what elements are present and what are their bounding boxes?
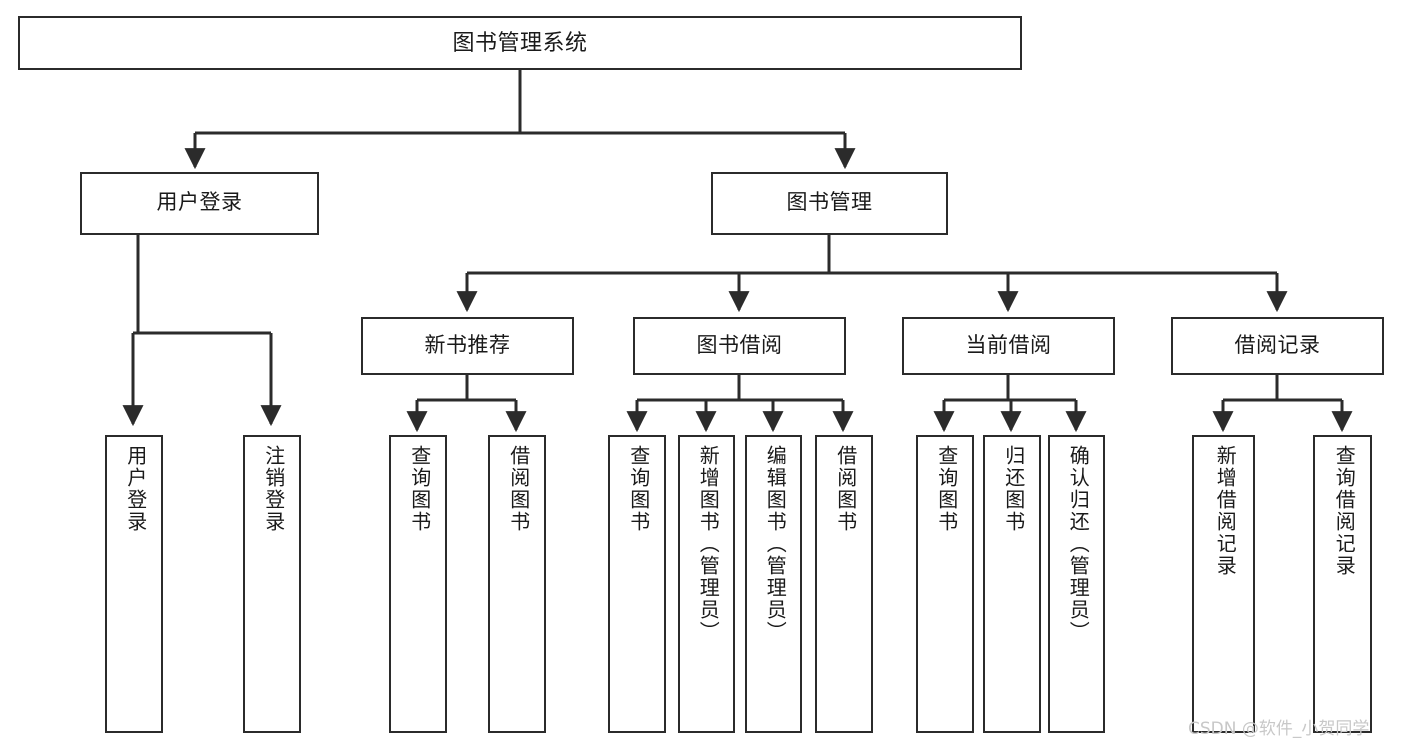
leaf-query-borrow-record[interactable]: 查询借阅记录 — [1313, 435, 1372, 733]
node-book-management[interactable]: 图书管理 — [711, 172, 948, 235]
node-label: 借阅图书 — [833, 445, 856, 533]
leaf-query-book-current[interactable]: 查询图书 — [916, 435, 974, 733]
leaf-edit-book-admin[interactable]: 编辑图书（管理员） — [745, 435, 802, 733]
leaf-logout-login[interactable]: 注销登录 — [243, 435, 301, 733]
node-label: 查询图书 — [407, 445, 430, 533]
node-root-system[interactable]: 图书管理系统 — [18, 16, 1022, 70]
node-label: 图书借阅 — [696, 333, 783, 357]
leaf-user-login[interactable]: 用户登录 — [105, 435, 163, 733]
node-label: 查询借阅记录 — [1332, 445, 1355, 577]
node-label: 用户登录 — [156, 191, 243, 215]
node-borrow-record[interactable]: 借阅记录 — [1171, 317, 1384, 375]
node-label: 用户登录 — [123, 445, 146, 533]
node-label: 查询图书 — [934, 445, 957, 533]
leaf-return-book[interactable]: 归还图书 — [983, 435, 1041, 733]
node-label: 当前借阅 — [965, 333, 1052, 357]
node-current-borrow[interactable]: 当前借阅 — [902, 317, 1115, 375]
leaf-borrow-book-recommend[interactable]: 借阅图书 — [488, 435, 546, 733]
leaf-add-book-admin[interactable]: 新增图书（管理员） — [678, 435, 735, 733]
leaf-confirm-return-admin[interactable]: 确认归还（管理员） — [1048, 435, 1105, 733]
csdn-watermark: CSDN @软件_小贺同学 — [1188, 719, 1370, 739]
node-label: 新增图书（管理员） — [696, 445, 719, 643]
node-label: 图书管理 — [786, 191, 873, 215]
leaf-add-borrow-record[interactable]: 新增借阅记录 — [1192, 435, 1255, 733]
leaf-query-book-borrow[interactable]: 查询图书 — [608, 435, 666, 733]
node-label: 新书推荐 — [424, 333, 511, 357]
node-label: 借阅图书 — [506, 445, 529, 533]
node-label: 查询图书 — [626, 445, 649, 533]
node-label: 借阅记录 — [1234, 333, 1321, 357]
node-label: 编辑图书（管理员） — [763, 445, 786, 643]
leaf-query-book-recommend[interactable]: 查询图书 — [389, 435, 447, 733]
node-new-book-recommend[interactable]: 新书推荐 — [361, 317, 574, 375]
leaf-borrow-book[interactable]: 借阅图书 — [815, 435, 873, 733]
node-label: 确认归还（管理员） — [1066, 445, 1089, 643]
node-label: 图书管理系统 — [452, 30, 588, 56]
node-user-login[interactable]: 用户登录 — [80, 172, 319, 235]
node-label: 新增借阅记录 — [1213, 445, 1236, 577]
node-label: 注销登录 — [261, 445, 284, 533]
node-label: 归还图书 — [1001, 445, 1024, 533]
node-book-borrow[interactable]: 图书借阅 — [633, 317, 846, 375]
